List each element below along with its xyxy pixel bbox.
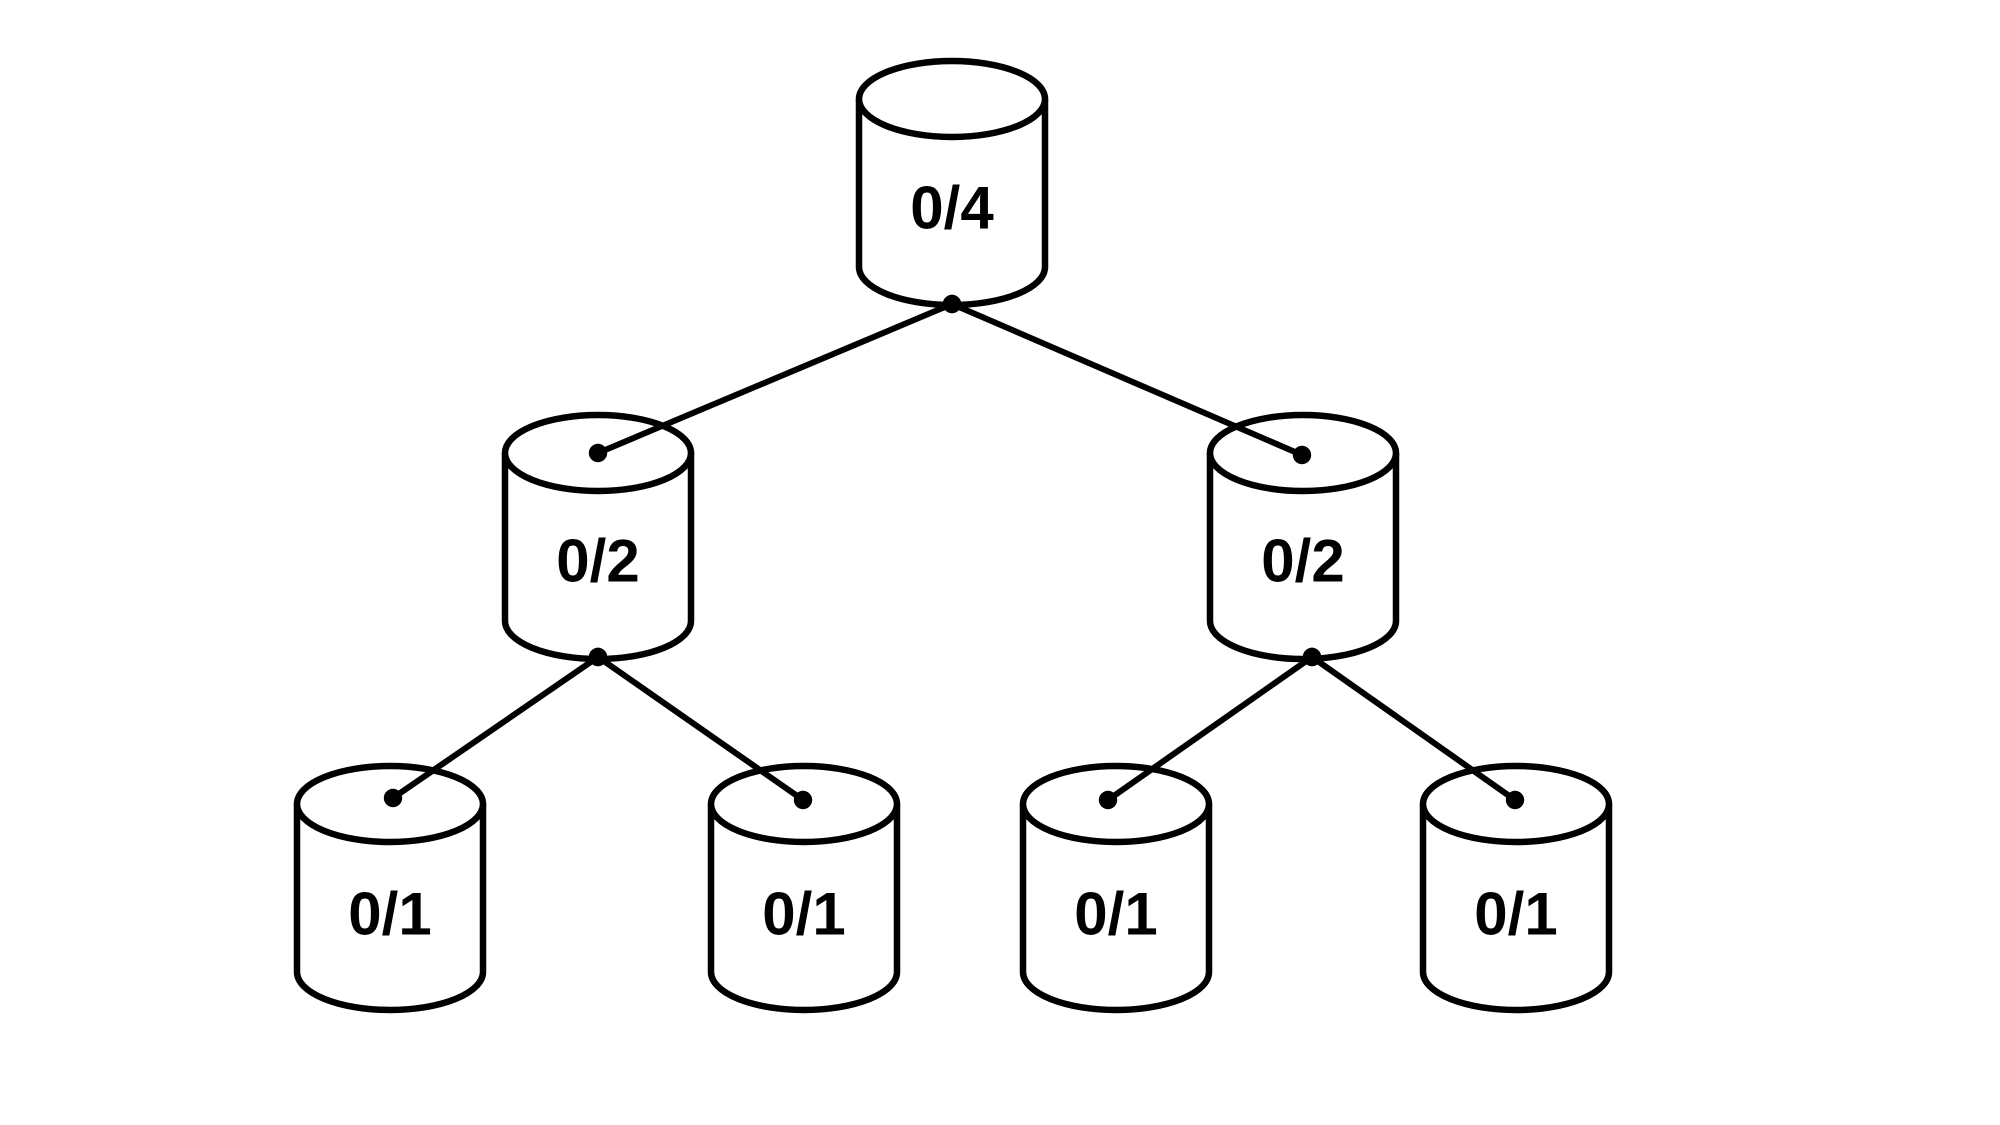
node-root: 0/4 [855,57,1049,309]
edge-dot-parent [1302,647,1322,667]
edge-dot-child [1292,445,1312,465]
tree-edges [383,294,1525,810]
node-label-root: 0/4 [910,175,994,242]
tree-nodes: 0/4 0/2 0/2 0/1 0/1 0/1 0/1 [293,57,1613,1014]
node-leaf-2: 0/1 [707,762,901,1014]
cylinder-body [1019,804,1213,1014]
edge-dot-parent [942,294,962,314]
edge-dot-child [1505,790,1525,810]
node-label-leaf-3: 0/1 [1074,881,1157,948]
node-label-leaf-1: 0/1 [348,881,431,948]
cylinder-body [293,804,487,1014]
edge-root-to-child-left [596,301,954,456]
edge-dot-child [383,788,403,808]
node-leaf-4: 0/1 [1419,762,1613,1014]
cylinder-top [855,57,1049,141]
edge-dot-child [1098,790,1118,810]
cylinder-body [1206,453,1400,663]
edge-root-to-child-right [950,301,1304,458]
cylinder-body [1419,804,1613,1014]
node-label-leaf-2: 0/1 [762,881,845,948]
node-label-child-right: 0/2 [1261,528,1344,595]
cylinder-body [707,804,901,1014]
edge-child-right-to-leaf-4 [1310,654,1517,803]
edge-dot-child [793,790,813,810]
edge-child-right-to-leaf-3 [1106,654,1314,803]
node-label-child-left: 0/2 [556,528,639,595]
edge-dot-child [588,443,608,463]
node-child-right: 0/2 [1206,411,1400,663]
node-label-leaf-4: 0/1 [1474,881,1557,948]
edge-child-left-to-leaf-2 [596,654,805,803]
edge-child-left-to-leaf-1 [391,654,600,801]
edge-dot-parent [588,647,608,667]
